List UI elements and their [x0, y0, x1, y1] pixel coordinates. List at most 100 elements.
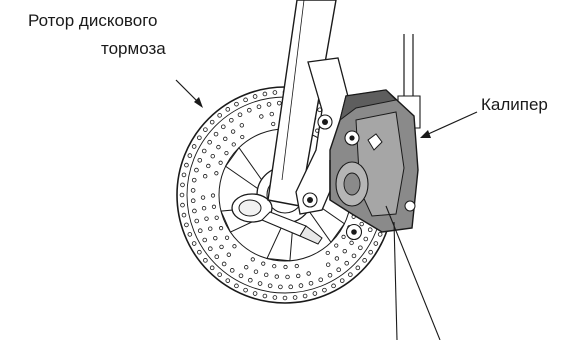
vent-hole: [207, 164, 211, 168]
vent-hole: [182, 173, 186, 177]
vent-hole: [368, 228, 372, 232]
vent-hole: [232, 143, 235, 146]
vent-hole: [195, 219, 199, 223]
rotor-label-line2: тормоза: [101, 39, 166, 59]
vent-hole: [219, 226, 222, 229]
vent-hole: [244, 288, 248, 292]
caliper-label: Калипер: [481, 95, 548, 115]
vent-hole: [284, 265, 287, 268]
vent-hole: [203, 238, 207, 242]
vent-hole: [203, 258, 207, 262]
vent-hole: [188, 154, 192, 158]
vent-hole: [182, 213, 186, 217]
vent-hole: [195, 168, 199, 172]
vent-hole: [319, 278, 323, 282]
vent-hole: [289, 285, 293, 289]
vent-hole: [198, 158, 202, 162]
vent-hole: [203, 174, 207, 178]
vent-hole: [363, 258, 367, 262]
vent-hole: [358, 246, 362, 250]
vent-hole: [360, 222, 364, 226]
vent-hole: [208, 227, 212, 231]
vent-hole: [191, 189, 195, 193]
vent-hole: [215, 255, 219, 259]
vent-hole: [202, 149, 206, 153]
vent-hole: [335, 244, 338, 247]
vent-hole: [352, 254, 356, 258]
vent-hole: [225, 151, 228, 154]
vent-hole: [268, 284, 272, 288]
vent-hole: [215, 216, 218, 219]
vent-hole: [239, 274, 243, 278]
vent-hole: [233, 245, 236, 248]
vent-hole: [225, 236, 228, 239]
vent-hole: [214, 132, 218, 136]
vent-hole: [323, 288, 327, 292]
vent-hole: [192, 242, 196, 246]
vent-hole: [279, 285, 283, 289]
vent-hole: [293, 296, 297, 300]
vent-hole: [203, 128, 207, 132]
vent-hole: [263, 294, 267, 298]
vent-hole: [235, 284, 239, 288]
vent-hole: [215, 172, 218, 175]
vent-hole: [191, 199, 195, 203]
vent-hole: [229, 118, 233, 122]
vent-hole: [263, 92, 267, 96]
vent-hole: [369, 250, 373, 254]
vent-hole: [197, 136, 201, 140]
vent-hole: [326, 251, 329, 254]
vent-hole: [244, 98, 248, 102]
vent-hole: [356, 266, 360, 270]
vent-hole: [211, 154, 215, 158]
vent-hole: [205, 217, 209, 221]
vent-hole: [299, 284, 303, 288]
vent-hole: [241, 135, 244, 138]
vent-hole: [275, 275, 279, 279]
vent-hole: [374, 242, 378, 246]
vent-hole: [238, 113, 242, 117]
vent-hole: [251, 258, 254, 261]
vent-hole: [286, 275, 290, 279]
vent-hole: [295, 264, 298, 267]
vent-hole: [296, 274, 300, 278]
vent-hole: [192, 145, 196, 149]
vent-hole: [181, 183, 185, 187]
vent-hole: [210, 120, 214, 124]
vent-hole: [350, 241, 354, 245]
vent-hole: [309, 281, 313, 285]
vent-hole: [253, 95, 257, 99]
vent-hole: [267, 103, 271, 107]
vent-hole: [188, 233, 192, 237]
vent-hole: [272, 122, 275, 125]
vent-hole: [193, 209, 197, 213]
vent-hole: [222, 262, 226, 266]
vent-hole: [328, 273, 332, 277]
vent-hole: [218, 273, 222, 277]
vent-hole: [254, 270, 258, 274]
vent-hole: [213, 236, 217, 240]
vent-hole: [223, 137, 227, 141]
vent-hole: [283, 296, 287, 300]
vent-hole: [210, 266, 214, 270]
vent-hole: [345, 261, 349, 265]
vent-hole: [198, 229, 202, 233]
vent-hole: [218, 113, 222, 117]
vent-hole: [257, 105, 261, 109]
vent-hole: [307, 272, 311, 276]
vent-hole: [342, 235, 345, 238]
vent-hole: [201, 196, 205, 200]
vent-hole: [277, 101, 281, 105]
vent-hole: [235, 102, 239, 106]
vent-hole: [226, 279, 230, 283]
vent-hole: [260, 115, 264, 119]
vent-hole: [230, 268, 234, 272]
vent-hole: [273, 264, 276, 267]
vent-hole: [231, 130, 235, 134]
rotor-label-line1: Ротор дискового: [28, 11, 157, 31]
vent-hole: [227, 253, 231, 257]
vent-hole: [247, 108, 251, 112]
vent-hole: [262, 262, 265, 265]
